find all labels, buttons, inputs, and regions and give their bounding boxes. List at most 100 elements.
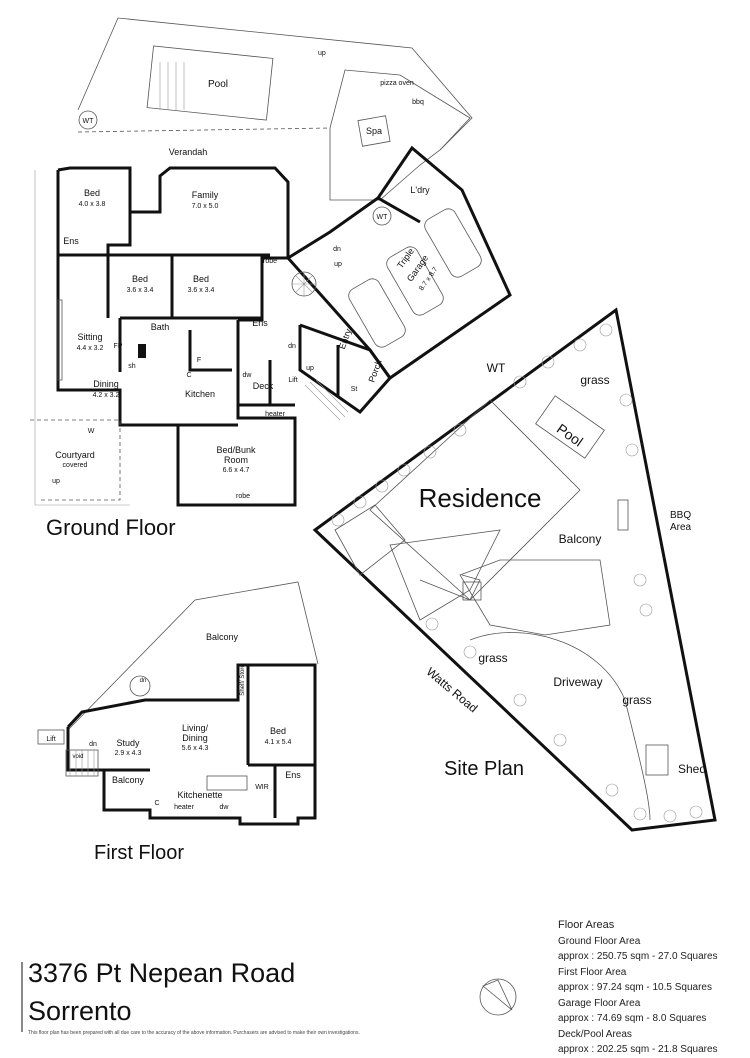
svg-text:covered: covered (63, 462, 88, 469)
first-balcony-outline (67, 581, 319, 731)
svg-text:Ens: Ens (252, 318, 268, 328)
ground-boundary-line (77, 17, 473, 151)
shed-label: Shed (678, 762, 706, 776)
svg-text:up: up (318, 50, 326, 57)
ground-floor-title: Ground Floor (46, 515, 176, 540)
site-balcony-label: Balcony (559, 532, 602, 546)
grass-label-2: grass (478, 651, 507, 665)
living-dining-label: Living/ (182, 723, 209, 733)
shed-outline (645, 744, 669, 776)
grass-label-3: grass (622, 693, 651, 707)
svg-text:bbq: bbq (412, 99, 424, 106)
svg-text:3.6 x 3.4: 3.6 x 3.4 (127, 287, 154, 294)
bed-1-label: Bed (84, 188, 100, 198)
svg-text:Area: Area (670, 522, 692, 533)
site-balcony-block (459, 559, 611, 636)
svg-text:FP: FP (114, 343, 123, 350)
spa-outline (357, 115, 391, 147)
entry-walls (298, 323, 392, 414)
dining-label: Dining (93, 379, 119, 389)
svg-text:2.9 x 4.3: 2.9 x 4.3 (115, 750, 142, 757)
svg-text:dn: dn (288, 343, 296, 350)
svg-text:up: up (52, 478, 60, 485)
driveway-curve (469, 632, 651, 821)
svg-text:Ens: Ens (285, 770, 301, 780)
address-line-1: 3376 Pt Nepean Road (28, 958, 296, 988)
site-pool-label: Pool (554, 420, 586, 449)
svg-text:void: void (72, 754, 83, 760)
first-floor-plan: Balcony Bed 4.1 x 5.4 Shelf/ Store Livin… (37, 581, 319, 826)
first-floor-walls (66, 663, 317, 826)
floor-areas-title: Floor Areas (558, 919, 615, 931)
svg-text:up: up (306, 365, 314, 372)
first-floor-title: First Floor (94, 842, 184, 864)
car-2 (386, 246, 444, 316)
courtyard-label: Courtyard (55, 450, 95, 460)
first-small-balcony-label: Balcony (112, 775, 145, 785)
floor-area-value: approx : 97.24 sqm - 10.5 Squares (558, 982, 712, 993)
svg-text:4.2 x 3.2: 4.2 x 3.2 (93, 392, 120, 399)
svg-text:robe: robe (263, 258, 277, 265)
site-pool-outline (535, 395, 605, 459)
svg-text:4.4 x 3.2: 4.4 x 3.2 (77, 345, 104, 352)
svg-text:4.1 x 5.4: 4.1 x 5.4 (265, 739, 292, 746)
kitchenette-label: Kitchenette (177, 790, 222, 800)
svg-text:Shelf/ Store: Shelf/ Store (240, 664, 246, 696)
bunk-room-label: Bed/Bunk (216, 445, 256, 455)
pizza-oven-label: pizza oven (380, 80, 414, 87)
bed-3-label: Bed (193, 274, 209, 284)
kitchen-label: Kitchen (185, 389, 215, 399)
wt-label: WT (83, 118, 95, 125)
svg-text:heater: heater (265, 411, 286, 418)
spa-label: Spa (366, 126, 382, 136)
floor-area-name: Ground Floor Area (558, 935, 641, 947)
svg-text:Lift: Lift (288, 377, 297, 384)
ground-floor-plan: Pool WT Verandah up Spa pizza oven bbq (30, 17, 512, 507)
porch-label: Porch (366, 358, 383, 384)
family-label: Family (192, 190, 219, 200)
svg-text:heater: heater (174, 804, 195, 811)
svg-text:3.6 x 3.4: 3.6 x 3.4 (188, 287, 215, 294)
svg-text:up: up (334, 261, 342, 268)
svg-text:WT: WT (377, 214, 389, 221)
svg-text:sh: sh (128, 363, 136, 370)
entry-label: Entry (337, 327, 354, 351)
svg-text:Lift: Lift (46, 736, 55, 743)
driveway-label: Driveway (553, 675, 602, 689)
garage-walls (285, 145, 512, 381)
svg-text:Room: Room (224, 455, 248, 465)
laundry-label: L'dry (410, 185, 430, 195)
svg-text:dw: dw (220, 804, 230, 811)
watts-road-label: Watts Road (424, 665, 481, 716)
study-label: Study (116, 738, 140, 748)
svg-text:5.6 x 4.3: 5.6 x 4.3 (182, 745, 209, 752)
north-arrow-icon (479, 978, 517, 1016)
bed-2-label: Bed (132, 274, 148, 284)
svg-text:Dining: Dining (182, 733, 208, 743)
svg-text:WIR: WIR (255, 784, 269, 791)
svg-text:Ens: Ens (63, 236, 79, 246)
floor-area-name: First Floor Area (558, 966, 627, 978)
svg-text:6.6 x 4.7: 6.6 x 4.7 (223, 467, 250, 474)
house-north-wall (57, 166, 290, 322)
svg-text:dw: dw (243, 372, 253, 379)
bath-label: Bath (151, 322, 170, 332)
floor-area-name: Garage Floor Area (558, 997, 641, 1009)
pool-outline (146, 45, 274, 121)
svg-text:C: C (154, 800, 159, 807)
svg-text:7.0 x 5.0: 7.0 x 5.0 (192, 203, 219, 210)
site-plan: Residence Pool WT grass grass grass BBQ … (312, 307, 717, 832)
svg-text:W: W (88, 428, 95, 435)
svg-text:St: St (351, 386, 358, 393)
floor-area-value: approx : 250.75 sqm - 27.0 Squares (558, 951, 718, 962)
svg-text:C: C (186, 372, 191, 379)
first-balcony-label: Balcony (206, 632, 239, 642)
floor-area-name: Deck/Pool Areas (558, 1028, 632, 1040)
disclaimer-text: This floor plan has been prepared with a… (28, 1030, 360, 1036)
pool-label: Pool (208, 79, 228, 90)
floor-area-value: approx : 202.25 sqm - 21.8 Squares (558, 1044, 718, 1055)
floor-areas-panel: Floor Areas Ground Floor Area approx : 2… (558, 918, 718, 1058)
residence-label: Residence (419, 483, 542, 513)
floor-area-value: approx : 74.69 sqm - 8.0 Squares (558, 1013, 707, 1024)
